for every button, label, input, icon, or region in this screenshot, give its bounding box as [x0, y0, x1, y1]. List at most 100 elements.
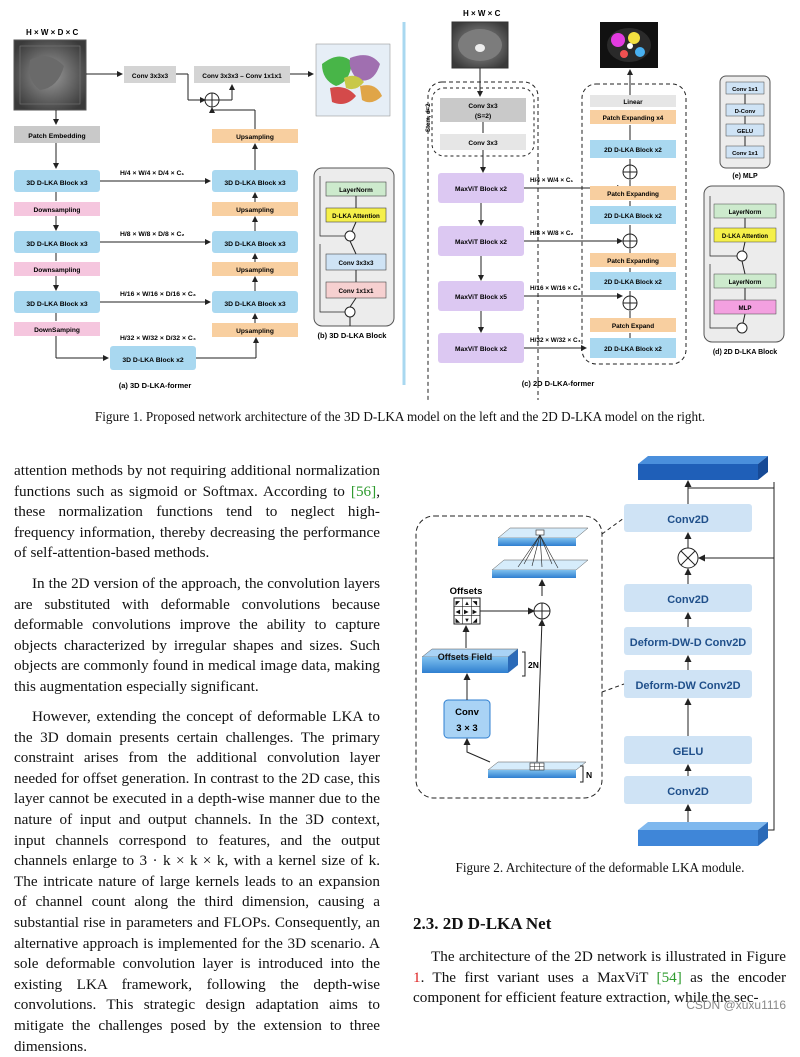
decoder-dashed	[581, 83, 687, 365]
svg-text:Patch Expanding: Patch Expanding	[607, 191, 659, 198]
top-conv2-box	[194, 66, 290, 83]
bottleneck-block	[110, 346, 196, 370]
svg-text:2D D-LKA Block x2: 2D D-LKA Block x2	[604, 147, 662, 154]
svg-text:Deform-DW Conv2D: Deform-DW Conv2D	[635, 680, 740, 692]
svg-text:3 × 3: 3 × 3	[456, 723, 477, 734]
figure-1-caption: Figure 1. Proposed network architecture …	[94, 409, 706, 424]
dec-block-2	[212, 231, 298, 253]
svg-text:Conv 3x3x3: Conv 3x3x3	[338, 260, 373, 267]
up-4	[212, 323, 298, 337]
svg-text:Patch Expanding x4: Patch Expanding x4	[603, 115, 664, 122]
b-caption: (b) 3D D-LKA Block	[318, 331, 388, 340]
svg-text:▶: ▶	[464, 610, 469, 616]
svg-text:Conv 3x3x3 – Conv 1x1x1: Conv 3x3x3 – Conv 1x1x1	[202, 73, 282, 80]
down-3	[14, 322, 100, 336]
3d-segmentation-image	[315, 43, 391, 117]
deformable-conv-panel	[415, 515, 603, 799]
svg-text:MaxViT Block x2: MaxViT Block x2	[455, 346, 507, 353]
svg-text:H/32 × W/32 × C₄: H/32 × W/32 × C₄	[530, 337, 581, 344]
svg-text:LayerNorm: LayerNorm	[339, 187, 373, 194]
svg-text:Linear: Linear	[623, 99, 643, 106]
up-1	[212, 129, 298, 143]
svg-text:Conv 3x3: Conv 3x3	[468, 103, 498, 110]
svg-text:(d) 2D D-LKA Block: (d) 2D D-LKA Block	[713, 349, 777, 356]
up-2	[212, 202, 298, 216]
svg-text:Conv 1x1: Conv 1x1	[732, 151, 759, 157]
svg-text:Stem, d=2: Stem, d=2	[426, 103, 432, 132]
svg-text:H/16 × W/16 × C₃: H/16 × W/16 × C₃	[530, 285, 581, 292]
patch-embedding-box	[14, 126, 100, 143]
svg-text:GELU: GELU	[673, 746, 704, 758]
figure-1: H × W × D × C Conv 3x3x3 Conv 3x3x3 – Co…	[13, 9, 785, 400]
maxvit-1	[438, 173, 524, 203]
enc-block-1	[14, 170, 100, 192]
svg-text:Offsets: Offsets	[450, 586, 483, 597]
svg-text:Conv 1x1x1: Conv 1x1x1	[338, 288, 373, 295]
svg-text:H × W × C: H × W × C	[463, 9, 501, 18]
paragraph-4: The architecture of the 2D network is il…	[413, 948, 787, 1007]
svg-text:(S=2): (S=2)	[475, 113, 491, 120]
conv2d-bottom	[624, 776, 752, 804]
svg-text:◢: ◢	[473, 618, 478, 624]
svg-text:MaxViT Block x5: MaxViT Block x5	[455, 294, 507, 301]
svg-text:LayerNorm: LayerNorm	[729, 209, 762, 216]
svg-text:◀: ◀	[456, 610, 461, 616]
paragraph-1: attention methods by not requiring addit…	[14, 462, 381, 562]
svg-text:Patch Embedding: Patch Embedding	[28, 133, 85, 140]
offsets-grid: ◤▲◥ ◀▶▶ ◣▼◢	[453, 597, 481, 625]
svg-text:N: N	[586, 770, 592, 780]
svg-text:D-Conv: D-Conv	[735, 109, 756, 115]
svg-text:LayerNorm: LayerNorm	[729, 279, 762, 286]
svg-text:2D D-LKA Block x2: 2D D-LKA Block x2	[604, 213, 662, 220]
svg-text:2D D-LKA Block x2: 2D D-LKA Block x2	[604, 346, 662, 353]
svg-text:Conv 1x1: Conv 1x1	[732, 87, 759, 93]
svg-text:Conv2D: Conv2D	[667, 594, 709, 606]
svg-text:3D D-LKA Block x3: 3D D-LKA Block x3	[224, 301, 286, 308]
c-caption: (c) 2D D-LKA-former	[522, 379, 595, 388]
svg-text:Conv2D: Conv2D	[667, 514, 709, 526]
enc-block-2	[14, 231, 100, 253]
maxvit-2	[438, 226, 524, 256]
svg-text:Patch Expanding: Patch Expanding	[607, 258, 659, 265]
stem-dashed	[427, 81, 539, 400]
svg-text:Downsampling: Downsampling	[34, 207, 81, 214]
input-feature-slab	[488, 770, 576, 778]
svg-text:MaxViT Block x2: MaxViT Block x2	[455, 239, 507, 246]
svg-text:Patch Expand: Patch Expand	[612, 323, 654, 330]
citation-56[interactable]: [56]	[350, 482, 377, 500]
svg-text:◥: ◥	[473, 601, 478, 607]
paragraph-2: In the 2D version of the approach, the c…	[14, 575, 380, 695]
svg-text:3D D-LKA Block x3: 3D D-LKA Block x3	[26, 241, 88, 248]
svg-text:▼: ▼	[464, 618, 470, 624]
deform-dw-d-conv2d	[624, 627, 752, 655]
deform-dw-conv2d	[624, 670, 752, 698]
svg-text:◤: ◤	[456, 601, 461, 607]
svg-text:D-LKA Attention: D-LKA Attention	[722, 234, 769, 240]
svg-text:◣: ◣	[456, 618, 461, 624]
maxvit-4	[438, 333, 524, 363]
svg-text:Downsampling: Downsampling	[34, 267, 81, 274]
svg-text:H/8 × W/8 × D/8 × C₂: H/8 × W/8 × D/8 × C₂	[120, 231, 184, 238]
citation-54[interactable]: [54]	[656, 968, 682, 986]
a-input-dim: H × W × D × C	[26, 28, 78, 37]
down-2	[14, 262, 100, 276]
input-slab	[638, 830, 758, 846]
offsets-field-slab	[422, 657, 508, 673]
svg-text:▲: ▲	[464, 601, 470, 607]
figure-2: Conv2D Conv2D Deform-DW-D Conv2D Deform-…	[415, 456, 775, 846]
up-3	[212, 262, 298, 276]
figure-2-caption: Figure 2. Architecture of the deformable…	[455, 860, 745, 875]
paragraph-3: However, extending the concept of deform…	[14, 708, 380, 1055]
svg-text:H/16 × W/16 × D/16 × C₃: H/16 × W/16 × D/16 × C₃	[120, 291, 196, 298]
top-conv-box	[124, 66, 176, 83]
svg-text:Upsampling: Upsampling	[236, 134, 274, 141]
svg-text:MaxViT Block x2: MaxViT Block x2	[455, 186, 507, 193]
top-conv-label: Conv 3x3x3	[132, 73, 169, 80]
svg-text:(e) MLP: (e) MLP	[732, 173, 758, 180]
figure-ref-1[interactable]: 1	[413, 968, 421, 986]
svg-text:Upsampling: Upsampling	[236, 328, 274, 335]
watermark: CSDN @xuxu1116	[686, 998, 786, 1012]
section-heading: 2.3. 2D D-LKA Net	[413, 914, 552, 933]
svg-text:GELU: GELU	[737, 129, 753, 135]
svg-text:H/4 × W/4 × D/4 × C₁: H/4 × W/4 × D/4 × C₁	[120, 170, 184, 177]
